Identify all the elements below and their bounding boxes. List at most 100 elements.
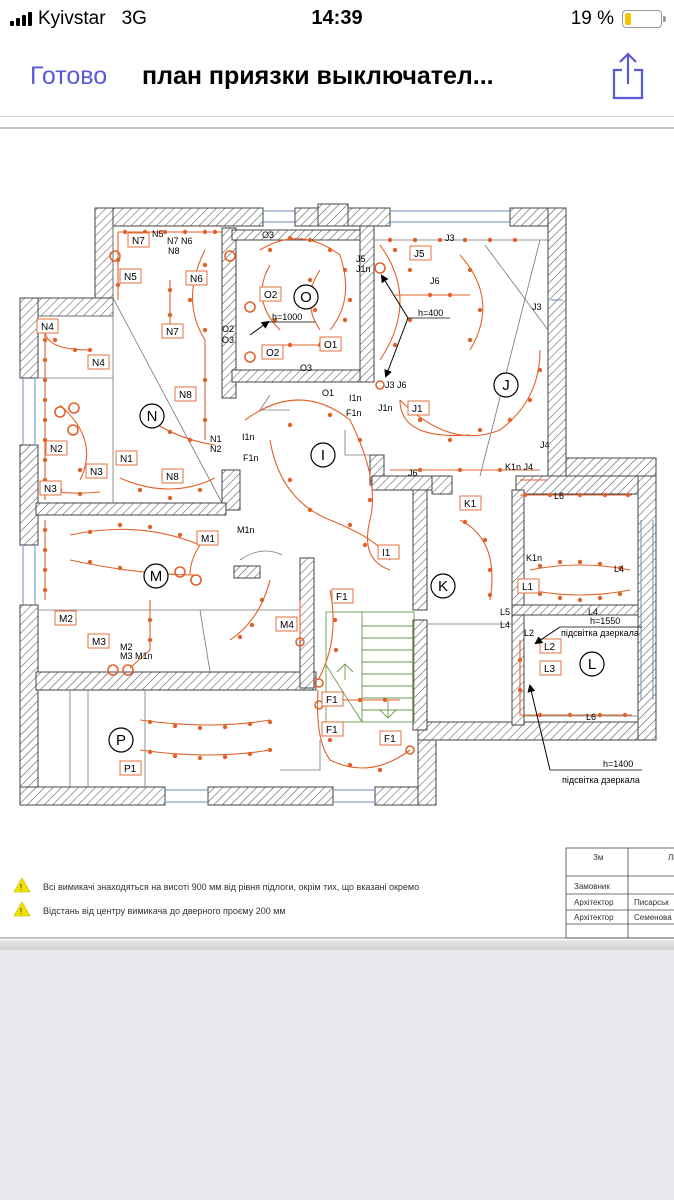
height-1550-note: h=1550 [590,616,620,626]
svg-text:J3 J6: J3 J6 [385,380,407,390]
light-fixture-dot [357,697,363,703]
circuit-label-box [36,318,59,334]
light-fixture-dot [625,492,631,498]
light-fixture-dot [617,591,623,597]
light-fixture-dot [347,297,353,303]
room-o-label: O [300,289,312,306]
circuit-label-box [85,463,108,479]
circuit-label: K1 [464,499,477,510]
room-letters: O N I J M K L P [116,289,596,749]
light-fixture-dot [557,595,563,601]
circuit-label-box [115,450,138,466]
circuit-label-box [161,468,184,484]
circuit-label: F1 [326,725,338,736]
light-fixture-dot [182,229,188,235]
circuit-label-box [119,268,142,284]
carrier-info: Kyivstar 3G [10,8,147,30]
doors [239,394,370,771]
svg-text:O3: O3 [300,363,312,373]
svg-text:N5: N5 [152,229,164,239]
light-fixture-dot [312,307,318,313]
light-fixture-dot [87,347,93,353]
light-fixture-dot [477,427,483,433]
light-fixture-dot [377,767,383,773]
light-fixture-dot [597,595,603,601]
light-fixture-dot [167,495,173,501]
svg-text:L6: L6 [586,712,596,722]
light-fixture-dot [557,559,563,565]
light-fixture-dot [42,377,48,383]
circuit-label: N3 [90,467,103,478]
light-fixture-dot [267,747,273,753]
svg-text:F1n: F1n [243,453,259,463]
fixtures [42,229,631,773]
room-n-label: N [147,408,158,425]
circuit-label-box [517,578,540,594]
circuit-label: F1 [336,592,348,603]
circuit-label: N3 [44,484,57,495]
empty-viewer-area [0,950,674,1200]
room-p-label: P [116,732,126,749]
light-fixture-dot [327,737,333,743]
room-i-label: I [321,447,325,464]
circuit-label: N8 [166,472,179,483]
svg-text:N1: N1 [210,434,222,444]
light-fixture-dot [42,587,48,593]
svg-text:Архітектор: Архітектор [574,913,614,922]
light-fixture-dot [307,277,313,283]
light-fixture-dot [202,377,208,383]
circuit-label-box [261,344,284,360]
circuit-label-box [87,354,110,370]
svg-text:Замовник: Замовник [574,882,610,891]
circuit-label-box [185,270,208,286]
circuit-label: I1 [382,548,391,559]
svg-text:O3: O3 [262,230,274,240]
circuit-label: M4 [280,620,294,631]
battery-info: 19 % [571,8,666,30]
light-fixture-dot [202,262,208,268]
svg-text:J6: J6 [408,468,418,478]
light-fixture-dot [307,507,313,513]
room-m-label: M [150,568,163,585]
light-fixture-dot [287,342,293,348]
svg-text:Писарськ: Писарськ [634,898,669,907]
circuit-label-box [321,721,344,737]
light-fixture-dot [147,637,153,643]
circuit-label: J1 [412,404,423,415]
done-button[interactable]: Готово [30,62,108,90]
light-fixture-dot [537,563,543,569]
svg-text:L2: L2 [524,628,534,638]
light-fixture-dot [115,282,121,288]
svg-text:J5: J5 [356,254,366,264]
navigation-bar: Готово план приязки выключател... [0,40,674,117]
light-fixture-dot [447,292,453,298]
light-fixture-dot [287,422,293,428]
light-fixture-dot [177,532,183,538]
share-icon[interactable] [608,50,648,102]
light-fixture-dot [42,457,48,463]
svg-text:M3 M1n: M3 M1n [120,651,153,661]
light-fixture-dot [487,567,493,573]
svg-text:O3: O3 [222,335,234,345]
circuit-label-box [319,336,342,352]
circuit-label-box [127,232,150,248]
light-fixture-dot [202,417,208,423]
network-type: 3G [121,8,147,29]
light-fixture-dot [362,542,368,548]
circuit-label: M2 [59,614,73,625]
circuit-label: N1 [120,454,133,465]
light-fixture-dot [577,492,583,498]
height-annotations: h=1000 h=400 h=1550 підсвітка дзеркала h… [249,274,642,785]
room-l-label: L [588,656,596,673]
svg-text:L4: L4 [614,564,624,574]
light-fixture-dot [222,754,228,760]
svg-text:!: ! [20,907,22,916]
light-fixture-dot [467,267,473,273]
light-fixture-dot [87,529,93,535]
light-fixture-dot [247,721,253,727]
light-fixture-dot [72,347,78,353]
circuit-label: O1 [324,340,338,351]
light-fixture-dot [512,237,518,243]
